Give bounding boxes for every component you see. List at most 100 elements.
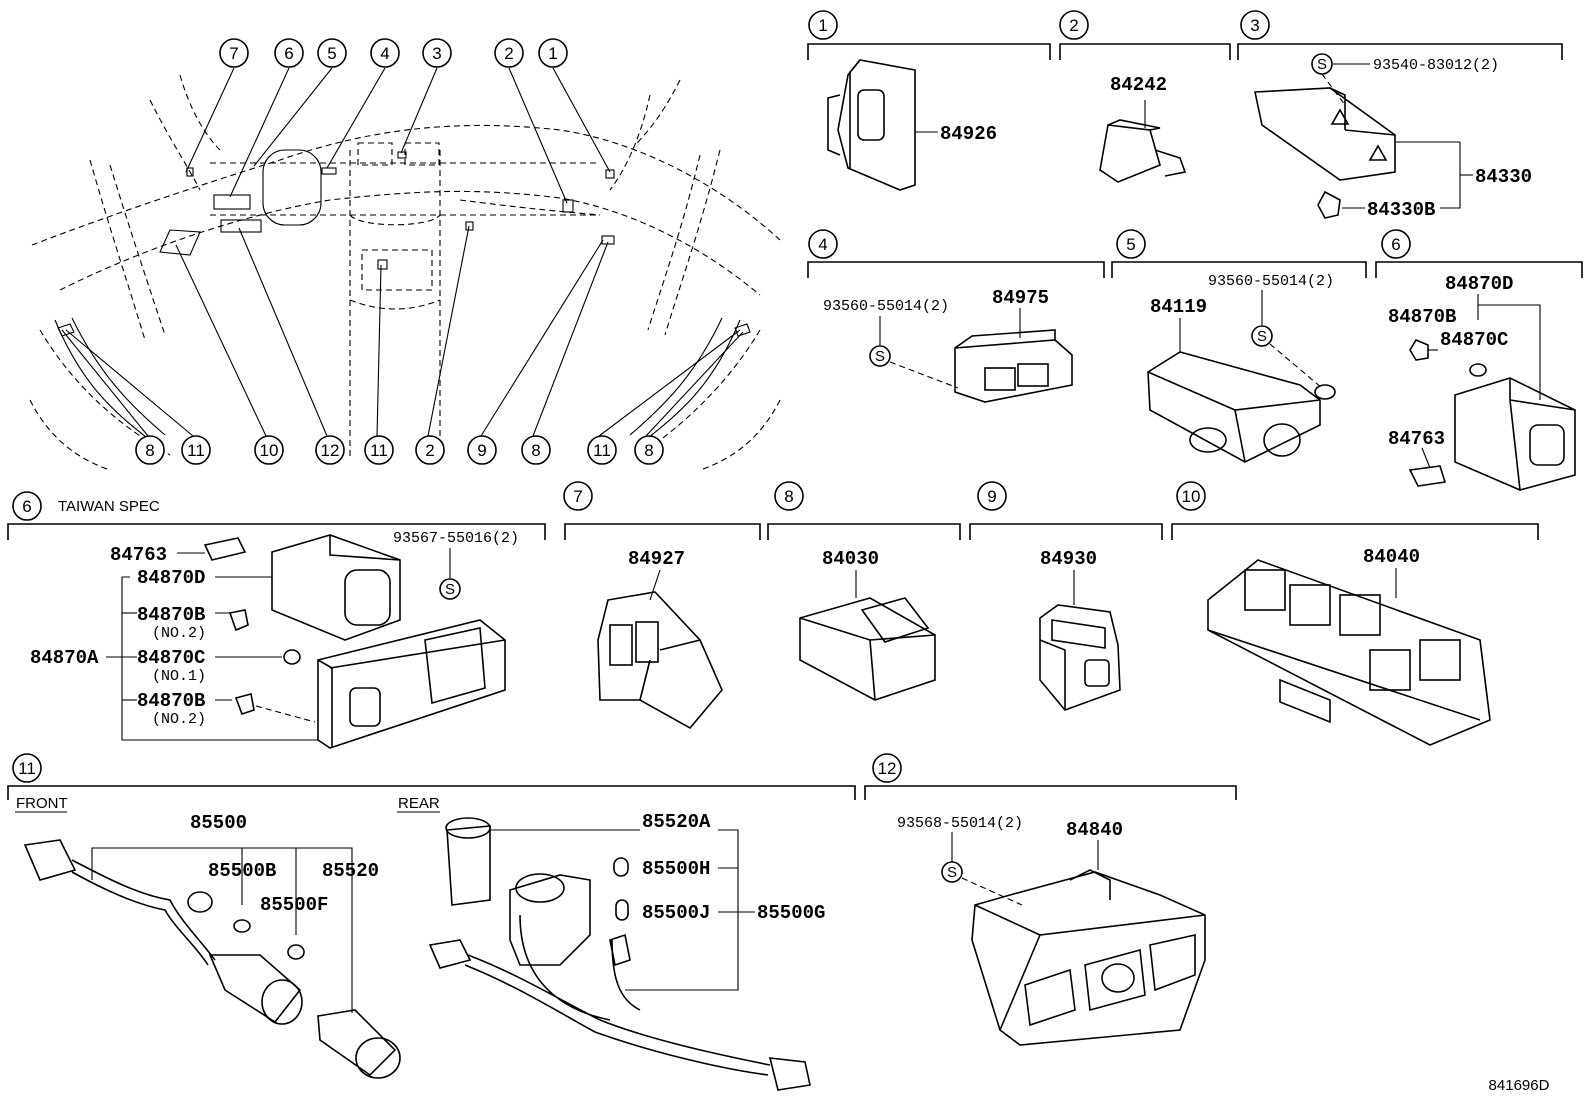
part-number-84975[interactable]: 84975 <box>992 287 1049 309</box>
rear-label: REAR <box>398 795 440 812</box>
part-84840-drawing[interactable] <box>971 869 1206 1046</box>
panel-3: 3 S 93540-83012(2) 84330 84330B <box>1237 10 1563 221</box>
part-number-84840[interactable]: 84840 <box>1066 819 1123 841</box>
svg-text:S: S <box>875 348 885 365</box>
panel-9: 9 84930 <box>969 481 1163 711</box>
svg-text:S: S <box>947 864 957 881</box>
part-number-85500G[interactable]: 85500G <box>757 902 825 924</box>
panel-6-taiwan: 6 TAIWAN SPEC 84763 84870D 84870B (NO.2)… <box>7 491 546 749</box>
callout-7[interactable]: 7 <box>219 38 249 68</box>
part-number-93540-83012[interactable]: 93540-83012(2) <box>1373 57 1499 74</box>
front-label: FRONT <box>16 795 68 812</box>
part-number-85500F[interactable]: 85500F <box>260 894 328 916</box>
svg-text:10: 10 <box>260 441 279 460</box>
panel-6-callout: 6 <box>1391 235 1400 254</box>
part-number-85500J[interactable]: 85500J <box>642 902 710 924</box>
part-number-84242[interactable]: 84242 <box>1110 74 1167 96</box>
screw-symbol-93540: S <box>1311 53 1333 75</box>
panel-11-callout: 11 <box>18 759 36 778</box>
callout-8-a[interactable]: 8 <box>135 435 165 465</box>
part-number-84870C[interactable]: 84870C <box>1440 329 1508 351</box>
svg-text:9: 9 <box>477 441 486 460</box>
callout-1[interactable]: 1 <box>538 38 568 68</box>
part-84926-drawing[interactable] <box>827 59 938 191</box>
part-number-85520[interactable]: 85520 <box>322 860 379 882</box>
panel-12-callout: 12 <box>878 759 897 778</box>
part-84870-drawing[interactable] <box>1408 338 1576 491</box>
callout-11-c[interactable]: 11 <box>587 435 617 465</box>
part-number-84870D-t[interactable]: 84870D <box>137 567 205 589</box>
part-84119-drawing[interactable] <box>1147 318 1336 463</box>
panel-8-callout: 8 <box>784 487 793 506</box>
part-number-84930[interactable]: 84930 <box>1040 548 1097 570</box>
part-number-84763[interactable]: 84763 <box>1388 428 1445 450</box>
part-number-93568-55014[interactable]: 93568-55014(2) <box>897 815 1023 832</box>
svg-text:12: 12 <box>321 441 340 460</box>
part-number-85500H[interactable]: 85500H <box>642 858 710 880</box>
part-number-84030[interactable]: 84030 <box>822 548 879 570</box>
part-number-85520A[interactable]: 85520A <box>642 811 711 833</box>
panel-6: 6 84870D 84870B 84870C 84763 <box>1375 229 1583 491</box>
part-84030-drawing[interactable] <box>799 597 936 701</box>
callout-11-a[interactable]: 11 <box>181 435 211 465</box>
svg-text:5: 5 <box>327 44 336 63</box>
part-number-84330B[interactable]: 84330B <box>1367 199 1435 221</box>
part-number-93560-55014-b[interactable]: 93560-55014(2) <box>1208 273 1334 290</box>
part-84040-drawing[interactable] <box>1207 559 1491 746</box>
part-84930-drawing[interactable] <box>1039 604 1121 711</box>
svg-text:8: 8 <box>644 441 653 460</box>
part-number-84870B-t1[interactable]: 84870B <box>137 604 205 626</box>
svg-text:11: 11 <box>370 441 388 460</box>
panel-7-callout: 7 <box>573 487 582 506</box>
part-number-84119[interactable]: 84119 <box>1150 296 1207 318</box>
part-84870-taiwan-drawing[interactable] <box>203 534 506 749</box>
part-number-84927[interactable]: 84927 <box>628 548 685 570</box>
screw-symbol-93568: S <box>941 861 963 883</box>
callout-4[interactable]: 4 <box>370 38 400 68</box>
callout-11-b[interactable]: 11 <box>364 435 394 465</box>
svg-text:S: S <box>1257 328 1267 345</box>
callout-8-c[interactable]: 8 <box>634 435 664 465</box>
panel-8: 8 84030 <box>767 481 961 701</box>
part-84927-drawing[interactable] <box>597 591 723 730</box>
part-84330-drawing[interactable] <box>1254 87 1460 219</box>
part-number-84040[interactable]: 84040 <box>1363 546 1420 568</box>
panel-5-callout: 5 <box>1126 235 1135 254</box>
part-number-84330[interactable]: 84330 <box>1475 166 1532 188</box>
callout-8-b[interactable]: 8 <box>521 435 551 465</box>
part-number-84870B-t2[interactable]: 84870B <box>137 690 205 712</box>
note-no2-b: (NO.2) <box>152 711 206 728</box>
part-number-84926[interactable]: 84926 <box>940 123 997 145</box>
callout-6[interactable]: 6 <box>274 38 304 68</box>
part-number-84870B[interactable]: 84870B <box>1388 306 1456 328</box>
part-number-84870D[interactable]: 84870D <box>1445 273 1513 295</box>
part-number-85500[interactable]: 85500 <box>190 812 247 834</box>
svg-text:11: 11 <box>187 441 205 460</box>
dashboard-overview: 7 6 5 4 3 2 1 8 11 10 12 11 2 9 8 11 8 <box>29 38 781 471</box>
callout-3[interactable]: 3 <box>422 38 452 68</box>
part-number-93567-55016[interactable]: 93567-55016(2) <box>393 530 519 547</box>
callout-9[interactable]: 9 <box>467 435 497 465</box>
part-84975-drawing[interactable] <box>954 308 1073 403</box>
svg-text:2: 2 <box>504 44 513 63</box>
part-85500-front-drawing[interactable] <box>23 839 401 1079</box>
part-number-84763-t[interactable]: 84763 <box>110 544 167 566</box>
part-85500-rear-drawing[interactable] <box>428 817 811 1091</box>
part-84242-drawing[interactable] <box>1099 100 1187 183</box>
diagram-code: 841696D <box>1489 1077 1550 1094</box>
part-number-93560-55014-a[interactable]: 93560-55014(2) <box>823 298 949 315</box>
callout-2-b[interactable]: 2 <box>415 435 445 465</box>
svg-text:8: 8 <box>145 441 154 460</box>
callout-2[interactable]: 2 <box>494 38 524 68</box>
part-number-85500B[interactable]: 85500B <box>208 860 276 882</box>
callout-5[interactable]: 5 <box>317 38 347 68</box>
screw-symbol-93560-b: S <box>1251 325 1273 347</box>
part-number-84870A-t[interactable]: 84870A <box>30 647 99 669</box>
panel-11: 11 FRONT REAR 85500 85500B 85520 85500F … <box>7 753 856 1091</box>
panel-12: 12 93568-55014(2) S 84840 <box>864 753 1237 1046</box>
part-number-84870C-t[interactable]: 84870C <box>137 647 205 669</box>
callout-12[interactable]: 12 <box>315 435 345 465</box>
callout-10[interactable]: 10 <box>254 435 284 465</box>
panel-6t-callout: 6 <box>22 497 31 516</box>
